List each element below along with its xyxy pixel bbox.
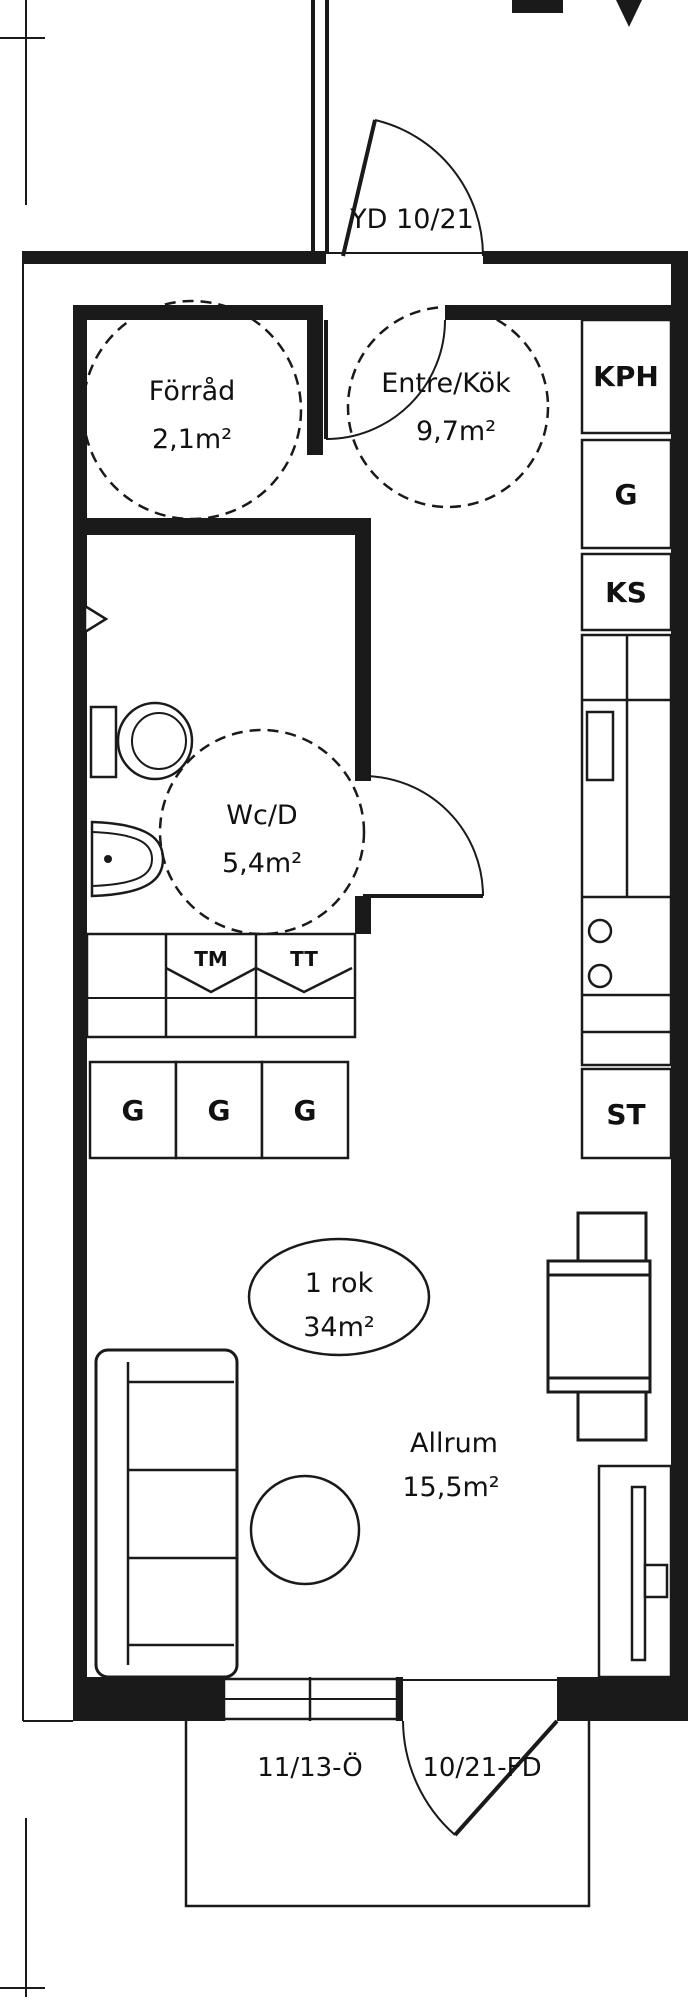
tm-label: TM [194,947,228,971]
balcony-edge [184,1721,591,1908]
toilet-tank [89,705,118,779]
wc-area-circle [158,728,366,936]
yd-door-swing-arc [374,119,484,257]
unit-label: 1 rok [305,1268,374,1299]
wc-fixtures [83,603,194,898]
exterior-wall-top-right [483,251,688,264]
dryer-symbol [255,966,353,994]
laundry-counter: TM TT [85,932,357,1039]
wall-stub-top-right [512,0,563,13]
section-arrow-icon [616,0,642,27]
balcony-door-leaf [453,1719,559,1837]
unit-oval [247,1237,431,1357]
exterior-wall-bottom-left [73,1677,224,1721]
entry-partition-wall [307,320,323,455]
room-labels: Förråd 2,1m² Entre/Kök 9,7m² Wc/D 5,4m² … [81,299,550,1503]
yd-door-label: YD 10/21 [349,204,474,235]
allrum-area: 15,5m² [402,1472,499,1503]
coffee-table-icon [249,1474,361,1586]
wc-right-wall-upper [355,535,371,781]
exterior-wall-bottom-right [557,1677,672,1721]
exterior-wall-right [671,251,688,1721]
ks-label: KS [605,576,647,609]
inner-entry-door [324,319,446,440]
stove-burner-icon [587,963,613,989]
washbasin-inner [91,830,154,888]
triangle-marker [83,603,109,635]
exterior-walls [22,251,688,1722]
forrad-area: 2,1m² [152,424,232,455]
balcony-outline [184,1721,591,1908]
opening-labels: YD 10/21 11/13-Ö 10/21-FD [257,204,541,1783]
top-wall-left-segment [73,305,323,320]
toilet-icon [116,701,194,781]
cabinet-g1 [88,1060,178,1160]
cabinet-g [580,438,673,550]
balcony-door [402,1679,559,1837]
toilet-bowl-inner [131,712,187,770]
stove-burner-icon [587,918,613,944]
wc-door [362,775,484,898]
g3-label: G [294,1094,317,1127]
allrum-label: Allrum [410,1428,498,1459]
kph-label: KPH [593,360,659,393]
base-cabinets: G G G [88,1060,350,1160]
cabinet-g2 [174,1060,264,1160]
corridor-wall-line-left [311,0,315,253]
wc-label: Wc/D [226,800,297,831]
washbasin-drain [104,855,112,863]
yd-door-leaf [341,119,377,257]
washer-symbol [165,966,257,994]
radiator-icon [630,1485,647,1662]
oven-icon [585,710,615,782]
kitchen-column: KPH G KS ST [580,318,673,1160]
cabinet-g3 [260,1060,350,1160]
st-label: ST [606,1098,645,1131]
dining-table-icon [546,1259,652,1394]
wc-area: 5,4m² [222,848,302,879]
entre-area: 9,7m² [416,416,496,447]
g2-label: G [208,1094,231,1127]
window-label: 11/13-Ö [257,1751,363,1783]
furniture [94,1211,673,1679]
wc-top-wall [73,518,371,535]
exterior-wall-top-left [23,251,326,264]
tt-label: TT [290,947,318,971]
radiator-valve [643,1563,669,1599]
entry-door-swing-arc [325,319,446,440]
sofa-icon [94,1348,239,1679]
forrad-label: Förråd [149,376,236,407]
wc-right-wall-stub [355,896,371,934]
corridor-wall-line-right [325,0,329,253]
entre-label: Entre/Kök [381,368,511,399]
cabinet-ks [580,552,673,632]
unit-area: 34m² [303,1312,374,1343]
forrad-area-circle [81,299,303,521]
cabinet-st [580,1067,673,1160]
top-wall-right-segment [445,305,672,320]
window [222,1677,399,1721]
entre-area-circle [346,305,550,509]
g1-label: G [122,1094,145,1127]
g-column-label: G [615,478,638,511]
wc-door-swing-arc [362,775,484,897]
exterior-wall-bottom-pier [397,1677,403,1721]
left-wall [73,305,87,1677]
balcony-door-swing-arc [402,1720,456,1836]
cabinet-kph [580,318,673,435]
chair-icon-top [576,1211,648,1269]
balcony-door-label: 10/21-FD [422,1753,541,1783]
yd-door [326,119,484,257]
section-marks [0,0,642,1997]
